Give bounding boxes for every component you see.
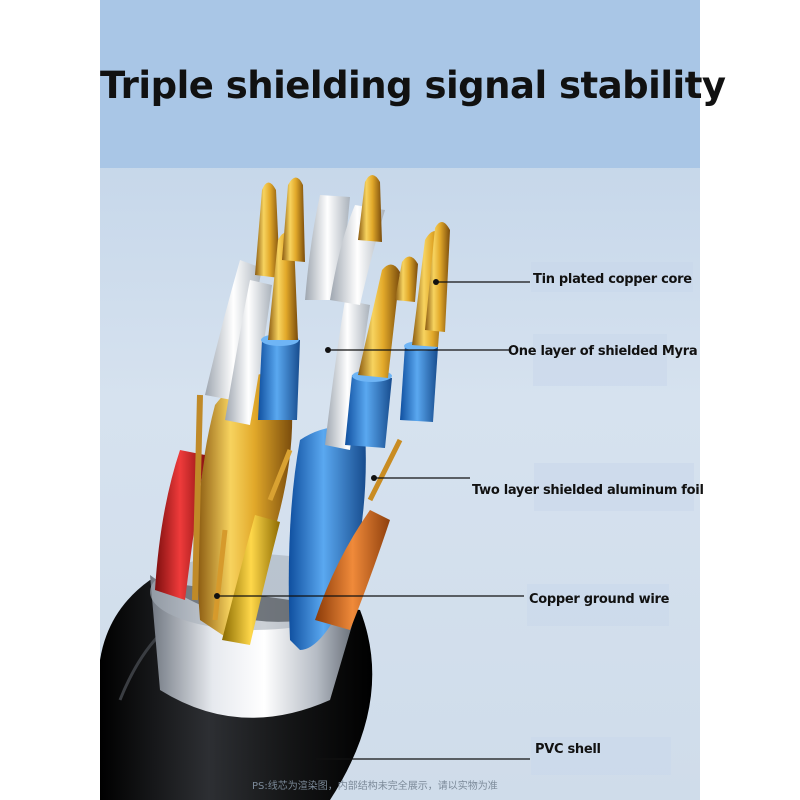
orange-wire (315, 510, 390, 630)
copper-ground-strands (192, 394, 403, 621)
page-title: Triple shielding signal stability (100, 64, 726, 107)
leader-dots (214, 279, 439, 599)
label-backdrop-pvc (531, 737, 671, 775)
leader-lines (217, 281, 530, 760)
label-backdrop-ground (527, 584, 669, 626)
red-wire (155, 450, 205, 600)
tin-plated-cores (255, 175, 450, 378)
footnote: PS:线芯为渲染图，内部结构未完全展示，请以实物为准 (252, 781, 498, 792)
label-backdrop-myra (533, 334, 667, 386)
label-shielded-myra: One layer of shielded Myra (508, 344, 698, 359)
label-backdrop-foil (534, 463, 694, 511)
label-backdrop-core (531, 262, 693, 292)
label-aluminum-foil: Two layer shielded aluminum foil (472, 483, 704, 498)
label-tin-plated-copper-core: Tin plated copper core (533, 272, 692, 287)
label-copper-ground-wire: Copper ground wire (529, 592, 670, 607)
white-wires (205, 195, 385, 450)
title-band (100, 0, 700, 168)
label-pvc-shell: PVC shell (535, 742, 601, 757)
yellow-wire (222, 515, 280, 645)
